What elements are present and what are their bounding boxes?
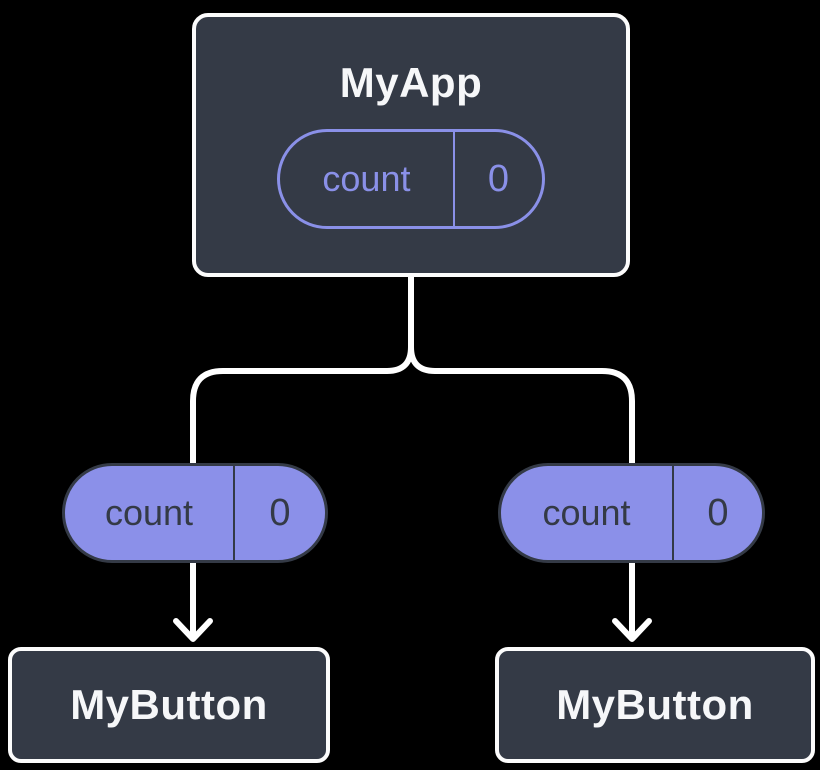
- connector-fork-right-branch: [408, 272, 635, 466]
- parent-component-label: MyApp: [339, 59, 483, 106]
- child-right-component-box: MyButton: [495, 647, 815, 763]
- child-right-component-label: MyButton: [556, 681, 754, 728]
- prop-name-label: count: [65, 466, 235, 560]
- state-name-label: count: [280, 132, 455, 226]
- parent-state-pill: count 0: [277, 129, 545, 229]
- arrow-down-right-connector: [612, 557, 652, 642]
- child-left-component-box: MyButton: [8, 647, 330, 763]
- prop-value-label: 0: [269, 491, 291, 534]
- child-left-prop-pill: count 0: [62, 463, 328, 563]
- arrow-down-left-connector: [173, 557, 213, 642]
- prop-value-label: 0: [707, 491, 729, 534]
- child-left-component-label: MyButton: [70, 681, 268, 728]
- connector-fork-left-branch: [190, 272, 414, 466]
- state-value-label: 0: [487, 157, 510, 200]
- parent-component-box: [192, 13, 630, 277]
- child-right-prop-pill: count 0: [498, 463, 765, 563]
- prop-name-label: count: [501, 466, 674, 560]
